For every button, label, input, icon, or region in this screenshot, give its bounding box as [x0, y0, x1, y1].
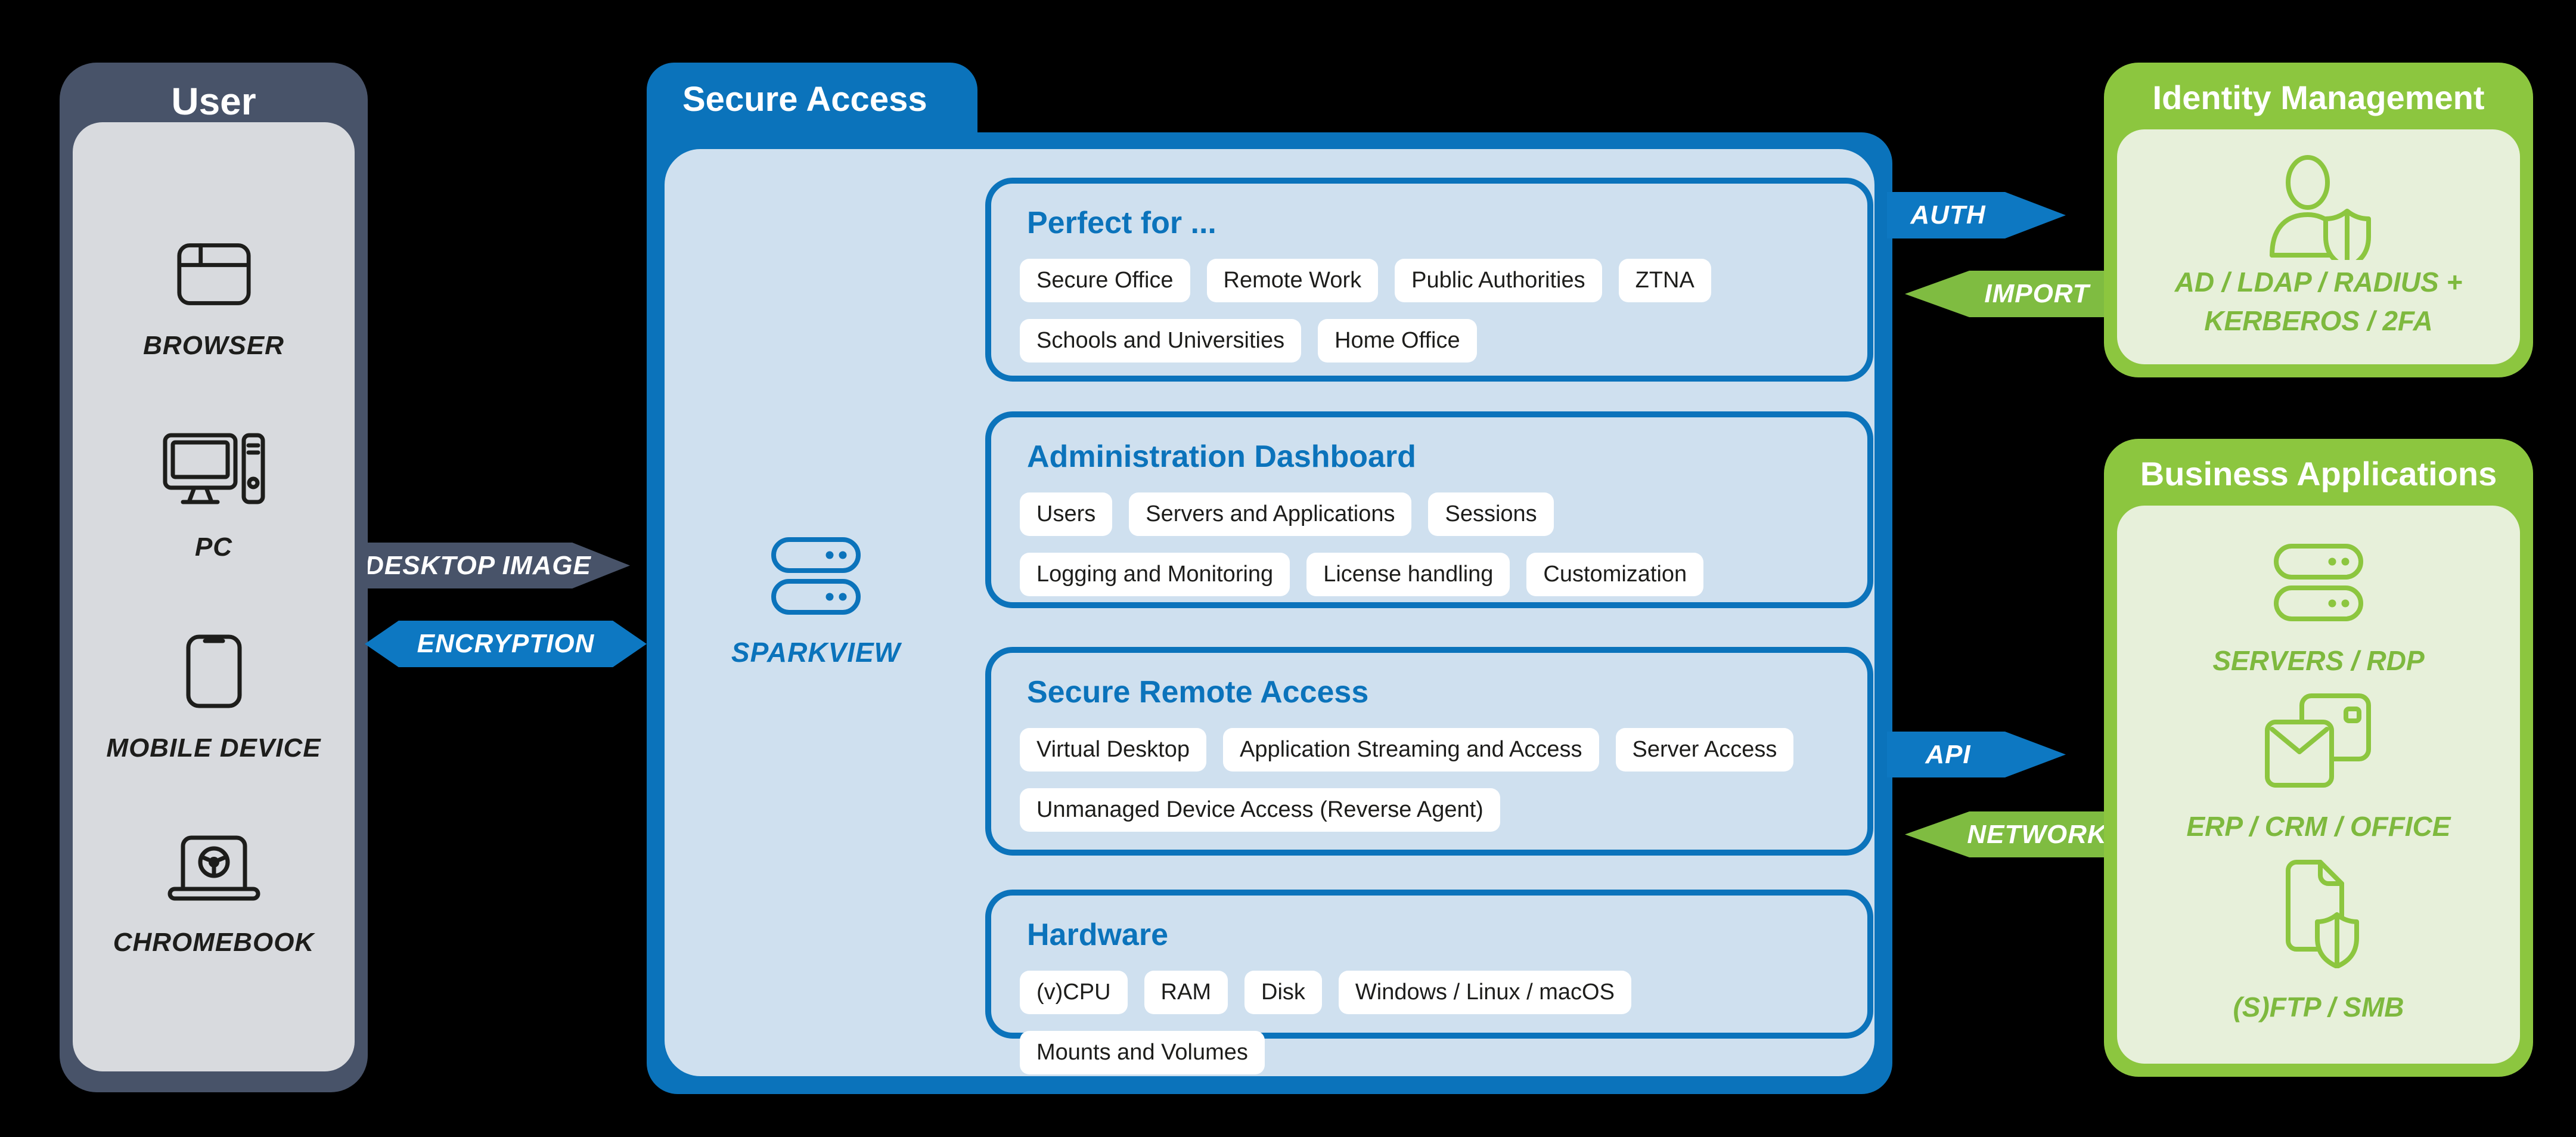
secure-access-tab-label: Secure Access	[682, 80, 927, 119]
sparkview-product: SPARKVIEW	[702, 537, 930, 668]
import-arrow: IMPORT	[1905, 271, 2106, 317]
chip: (v)CPU	[1020, 971, 1128, 1014]
chip: Home Office	[1318, 319, 1477, 363]
chip: Mounts and Volumes	[1020, 1031, 1265, 1074]
chip: ZTNA	[1618, 259, 1711, 302]
section-administration-dashboard: Administration Dashboard Users Servers a…	[985, 411, 1873, 608]
sparkview-label: SPARKVIEW	[731, 637, 901, 668]
chip-group: Virtual Desktop Application Streaming an…	[1020, 728, 1839, 832]
chip-group: Users Servers and Applications Sessions …	[1020, 492, 1839, 596]
chip: Unmanaged Device Access (Reverse Agent)	[1020, 788, 1500, 832]
chip: Schools and Universities	[1020, 319, 1302, 363]
identity-management-title: Identity Management	[2152, 79, 2485, 116]
server-stack-icon	[2273, 543, 2364, 625]
chip: RAM	[1144, 971, 1228, 1014]
business-item-servers: SERVERS / RDP	[2212, 543, 2425, 680]
device-label: CHROMEBOOK	[113, 928, 315, 958]
section-perfect-for: Perfect for ... Secure Office Remote Wor…	[985, 178, 1873, 382]
file-shield-icon	[2274, 859, 2363, 971]
device-mobile: MOBILE DEVICE	[106, 634, 321, 763]
device-pc: PC	[163, 433, 265, 562]
chromebook-icon	[166, 835, 262, 906]
device-label: PC	[194, 532, 233, 562]
chip-group: Secure Office Remote Work Public Authori…	[1020, 259, 1839, 363]
business-item-erp-crm-office: ERP / CRM / OFFICE	[2186, 693, 2451, 845]
server-stack-icon	[771, 537, 861, 618]
device-label: BROWSER	[143, 330, 284, 360]
mobile-device-icon	[185, 634, 243, 712]
auth-arrow: AUTH	[1887, 192, 2066, 238]
chip: Secure Office	[1020, 259, 1190, 302]
chip: License handling	[1306, 553, 1510, 596]
auth-arrow-label: AUTH	[1910, 200, 1986, 230]
identity-management-panel: Identity Management AD / LDAP / RADIUS +…	[2104, 63, 2533, 377]
chip: Remote Work	[1206, 259, 1379, 302]
device-label: MOBILE DEVICE	[106, 733, 321, 763]
section-title: Secure Remote Access	[1027, 675, 1369, 710]
chip: Logging and Monitoring	[1020, 553, 1290, 596]
business-item-label: SERVERS / RDP	[2212, 645, 2425, 676]
user-panel-title: User	[171, 80, 256, 123]
section-title: Hardware	[1027, 918, 1168, 952]
desktop-image-arrow: DESKTOP IMAGE	[368, 543, 630, 588]
caption-line: AD / LDAP / RADIUS +	[2174, 267, 2463, 298]
section-secure-remote-access: Secure Remote Access Virtual Desktop App…	[985, 647, 1873, 856]
api-arrow-label: API	[1925, 739, 1971, 769]
desktop-image-arrow-label: DESKTOP IMAGE	[365, 550, 591, 580]
chip: Virtual Desktop	[1020, 728, 1206, 772]
business-item-label: (S)FTP / SMB	[2233, 991, 2404, 1023]
identity-management-body: AD / LDAP / RADIUS + KERBEROS / 2FA	[2117, 129, 2520, 364]
chip: Users	[1020, 492, 1113, 536]
chip: Server Access	[1615, 728, 1794, 772]
caption-line: KERBEROS / 2FA	[2204, 305, 2433, 336]
user-panel: User BROWSER	[60, 63, 368, 1092]
chip-group: (v)CPU RAM Disk Windows / Linux / macOS …	[1020, 971, 1839, 1074]
chip: Public Authorities	[1395, 259, 1602, 302]
business-item-ftp-smb: (S)FTP / SMB	[2233, 859, 2404, 1026]
mail-card-icon	[2264, 693, 2372, 791]
device-chromebook: CHROMEBOOK	[113, 835, 315, 958]
user-shield-icon	[2265, 154, 2372, 270]
chip: Disk	[1244, 971, 1322, 1014]
section-title: Perfect for ...	[1027, 206, 1216, 240]
encryption-arrow-label: ENCRYPTION	[417, 629, 595, 658]
chip: Sessions	[1428, 492, 1554, 536]
user-panel-body: BROWSER PC	[73, 122, 355, 1071]
import-arrow-label: IMPORT	[1984, 279, 2090, 308]
business-applications-panel: Business Applications SERVERS / RDP	[2104, 439, 2533, 1077]
identity-management-caption: AD / LDAP / RADIUS + KERBEROS / 2FA	[2175, 263, 2463, 340]
api-arrow: API	[1887, 732, 2066, 777]
browser-icon	[176, 242, 252, 309]
section-hardware: Hardware (v)CPU RAM Disk Windows / Linux…	[985, 890, 1873, 1074]
chip: Windows / Linux / macOS	[1338, 971, 1631, 1014]
chip: Servers and Applications	[1129, 492, 1412, 536]
chip: Application Streaming and Access	[1222, 728, 1599, 772]
encryption-arrow: ENCRYPTION	[365, 621, 647, 667]
network-arrow: NETWORK	[1905, 811, 2106, 857]
section-title: Administration Dashboard	[1027, 439, 1416, 474]
chip: Customization	[1526, 553, 1704, 596]
business-item-label: ERP / CRM / OFFICE	[2186, 811, 2451, 842]
pc-icon	[163, 433, 265, 511]
network-arrow-label: NETWORK	[1967, 819, 2107, 849]
device-browser: BROWSER	[143, 242, 284, 361]
business-applications-title: Business Applications	[2140, 455, 2497, 492]
business-applications-body: SERVERS / RDP ERP / CRM / OFFICE	[2117, 506, 2520, 1064]
